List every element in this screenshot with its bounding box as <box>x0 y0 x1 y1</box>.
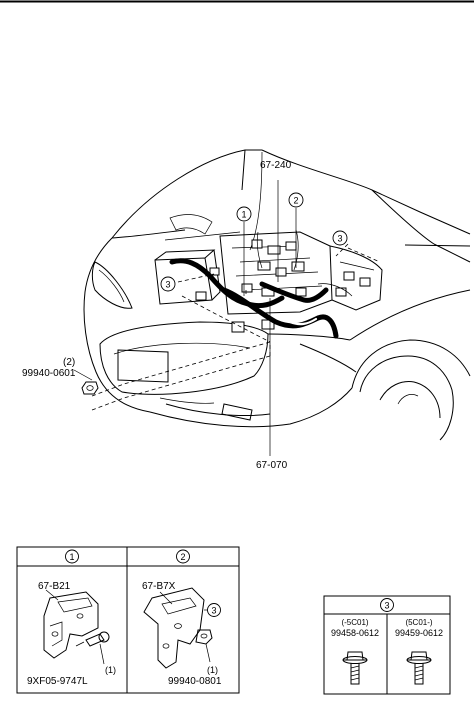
wiring-harness <box>169 229 353 339</box>
detail-2-nut-qty: (1) <box>207 665 218 675</box>
marker-3-label-left: 3 <box>165 280 170 290</box>
detail-2-marker-3: 3 <box>211 606 216 616</box>
nut-quantity: (2) <box>63 357 75 368</box>
detail-panel-3: 3 (-5C01) 99458-0612 (5C01-) 99459-0612 <box>323 595 451 695</box>
marker-2-label: 2 <box>293 196 298 206</box>
marker-3-label-right: 3 <box>337 234 342 244</box>
detail-3-header-circle <box>380 598 394 612</box>
detail-panel-1-2: 1 2 67-B21 (1) 9XF05-9747L <box>16 546 240 694</box>
part-label-67-240: 67-240 <box>260 160 292 171</box>
bolt-col1-part: 99458-0612 <box>331 628 379 638</box>
detail-3-header: 3 <box>384 601 389 611</box>
detail-2-header: 2 <box>180 552 185 562</box>
marker-3-circle-left: 3 <box>160 276 176 292</box>
detail-1-header: 1 <box>69 552 74 562</box>
marker-1-circle: 1 <box>236 206 252 222</box>
detail-1-bolt-part: 9XF05-9747L <box>27 676 88 687</box>
leader-lines <box>73 180 297 456</box>
bracket-67-b21-label: 67-B21 <box>38 581 71 592</box>
car-front-illustration <box>83 149 471 441</box>
bracket-67-b7x-drawing <box>143 587 213 669</box>
flange-bolt-icon-2 <box>406 651 432 685</box>
bolt-col1-code: (-5C01) <box>341 618 368 627</box>
marker-3-circle-right: 3 <box>332 230 348 246</box>
detail-2-nut-part: 99940-0801 <box>168 676 222 687</box>
bracket-67-b21-drawing <box>43 591 110 659</box>
bolt-col2-code: (5C01-) <box>405 618 432 627</box>
marker-1-label: 1 <box>241 210 246 220</box>
flange-bolt-icon-1 <box>342 651 368 685</box>
part-label-67-070: 67-070 <box>256 460 288 471</box>
flange-nut-icon <box>81 381 99 395</box>
detail-2-header-circle <box>176 549 190 564</box>
detail-1-header-circle <box>65 549 79 564</box>
detail-1-bolt-qty: (1) <box>105 665 116 675</box>
nut-part-number: 99940-0601 <box>22 368 76 379</box>
bracket-67-b7x-label: 67-B7X <box>142 581 176 592</box>
marker-2-circle: 2 <box>288 192 304 208</box>
bolt-col2-part: 99459-0612 <box>395 628 443 638</box>
detail-2-marker-3-circle <box>207 603 221 617</box>
